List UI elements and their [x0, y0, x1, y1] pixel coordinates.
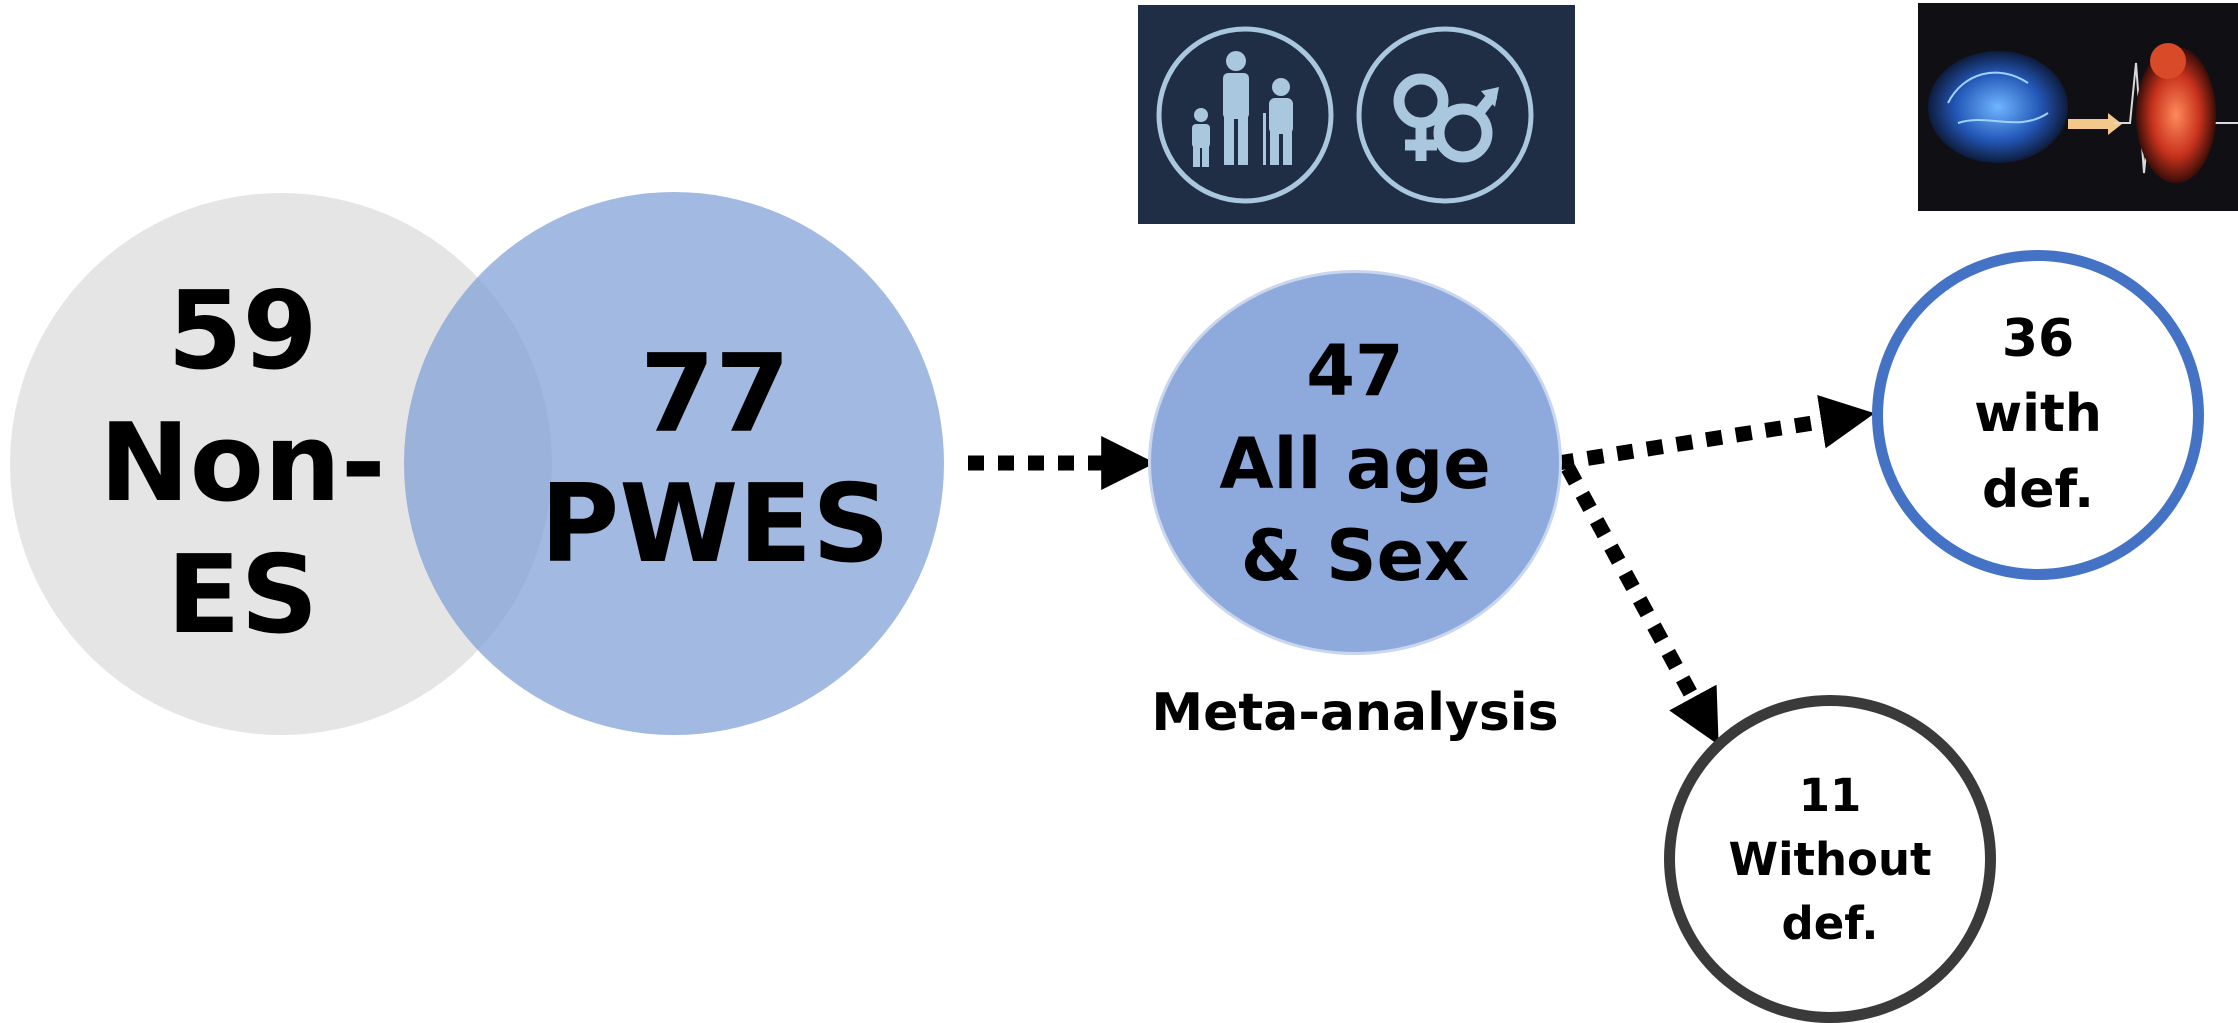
without-def-circle: [1664, 695, 1996, 1023]
pwes-circle: [404, 192, 944, 735]
without-def-line-2: def.: [1781, 896, 1879, 950]
family-icon: [1156, 26, 1334, 204]
with-def-count: 36: [2001, 308, 2075, 369]
pwes-label: 77 PWES: [540, 330, 890, 590]
with-def-label: 36 with def.: [1900, 300, 2176, 530]
arrow-all-age-to-with-def: [1556, 395, 1875, 471]
with-def-line-2: def.: [1981, 459, 2095, 520]
all-age-line-1: All age: [1219, 422, 1491, 505]
meta-analysis-caption: Meta-analysis: [1151, 683, 1559, 743]
with-def-circle: [1872, 250, 2204, 580]
all-age-sex-circle: [1148, 270, 1562, 655]
non-es-line-1: Non-: [99, 401, 386, 527]
non-es-label: 59 Non- ES: [99, 268, 386, 660]
pwes-name: PWES: [540, 462, 890, 587]
all-age-sex-label: 47 All age & Sex: [1190, 318, 1520, 610]
without-def-line-1: Without: [1728, 833, 1932, 887]
gender-icon: [1356, 26, 1534, 204]
with-def-line-1: with: [1974, 384, 2102, 445]
non-es-count: 59: [167, 269, 318, 395]
all-age-line-2: & Sex: [1240, 515, 1470, 598]
non-es-line-2: ES: [166, 532, 319, 658]
brain-body-image: [1918, 3, 2238, 211]
age-sex-icon-panel: [1138, 5, 1575, 224]
pwes-count: 77: [639, 332, 791, 458]
arrow-all-age-to-without-def: [1561, 464, 1719, 745]
without-def-label: 11 Without def.: [1690, 755, 1970, 965]
without-def-count: 11: [1798, 769, 1862, 823]
all-age-count: 47: [1306, 330, 1404, 413]
